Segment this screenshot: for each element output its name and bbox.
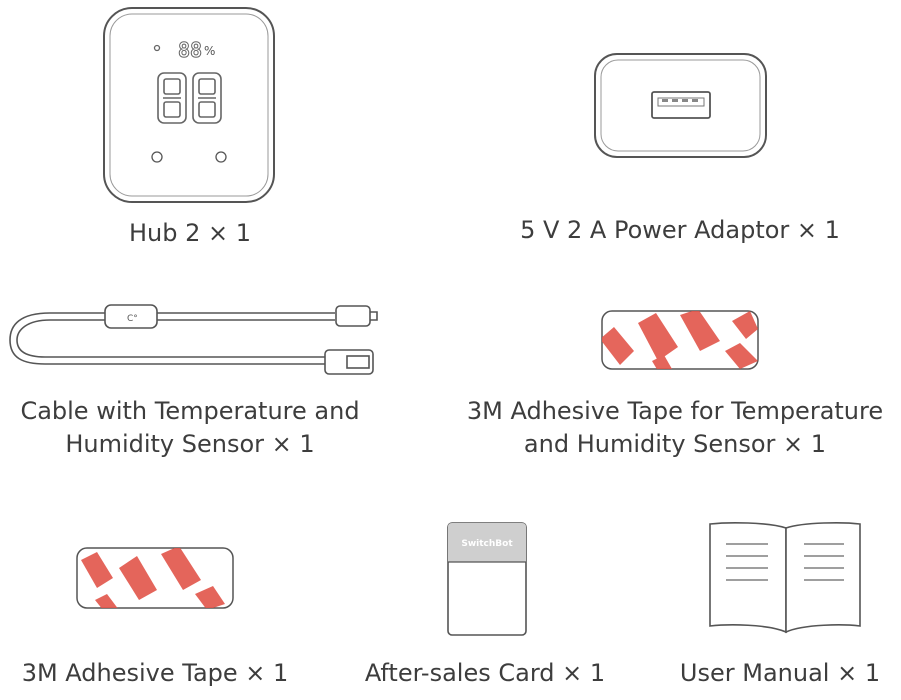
sensor-cable-caption-line2: Humidity Sensor × 1 [65, 430, 315, 458]
micro-usb-connector-icon [335, 305, 371, 327]
temperature-sensor-icon [104, 304, 158, 329]
adhesive-tape-illustration [76, 547, 234, 609]
sensor-adhesive-tape-caption-line2: and Humidity Sensor × 1 [523, 430, 827, 458]
card-brand-label: SwitchBot [461, 539, 513, 549]
svg-text:C°: C° [127, 314, 138, 324]
sensor-cable-caption-line1: Cable with Temperature and [20, 397, 360, 425]
adhesive-tape-caption: 3M Adhesive Tape × 1 [21, 659, 289, 687]
power-adaptor-caption: 5 V 2 A Power Adaptor × 1 [520, 216, 840, 244]
hub2-illustration: 88 % [103, 7, 275, 203]
user-manual-caption: User Manual × 1 [679, 659, 881, 687]
hub-display-unit: % [204, 44, 215, 58]
after-sales-card-caption: After-sales Card × 1 [364, 659, 606, 687]
user-manual-illustration [709, 522, 861, 634]
power-adaptor-illustration [594, 53, 767, 158]
after-sales-card-illustration: SwitchBot [447, 522, 527, 636]
status-dot [153, 44, 161, 52]
sensor-adhesive-tape-caption-line1: 3M Adhesive Tape for Temperature [466, 397, 884, 425]
off-button-icon [151, 151, 163, 163]
on-button-icon [215, 151, 227, 163]
sensor-adhesive-tape-illustration [601, 310, 759, 370]
sensor-cable-illustration: C° [9, 304, 378, 375]
hub-display-top: 88 [178, 38, 202, 62]
usb-port-icon [651, 91, 711, 119]
hub2-caption: Hub 2 × 1 [128, 219, 252, 247]
